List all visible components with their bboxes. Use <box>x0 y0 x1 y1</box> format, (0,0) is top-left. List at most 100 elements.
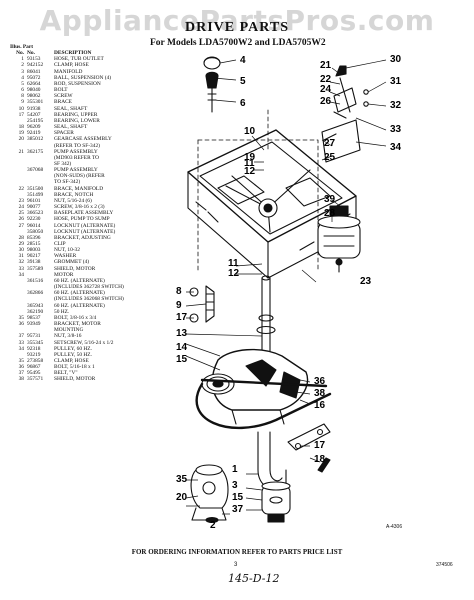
callout-label: 4 <box>240 55 246 66</box>
pump-drawing <box>190 464 229 524</box>
callout-label: 34 <box>390 142 402 153</box>
callout-label: 21 <box>320 60 332 71</box>
legend-description: BOLT, 3/8-16 x 3/4 <box>54 314 97 321</box>
legend-description: SETSCREW, 5/16-24 x 1/2 <box>54 339 114 346</box>
motor-bracket-drawing <box>287 423 331 473</box>
callout-label: 13 <box>176 328 188 339</box>
callout-label: 2 <box>210 520 216 531</box>
legend-illus-no: 10 <box>18 105 24 112</box>
legend-illus-no: 33 <box>18 265 24 272</box>
legend-description: CLAMP, HOSE <box>54 62 89 69</box>
legend-row: (MD903 REFER TO <box>10 155 178 161</box>
legend-description: GEARCASE ASSEMBLY <box>54 136 112 143</box>
callout-label: 17 <box>314 440 326 451</box>
legend-part-no: 385012 <box>27 136 44 143</box>
legend-illus-no: 9 <box>21 99 24 106</box>
col-illus-no: No. <box>16 50 24 57</box>
legend-part-no: 366523 <box>27 210 44 217</box>
motor-drawing <box>317 205 361 273</box>
legend-illus-no: 8 <box>21 93 24 100</box>
legend-illus-no: 26 <box>18 216 24 223</box>
legend-row: 34 MOTOR <box>10 272 178 278</box>
legend-part-no: 92318 <box>27 345 41 352</box>
legend-illus-no: 29 <box>18 241 24 247</box>
legend-description: CLAMP, HOSE <box>54 357 89 364</box>
callout-label: 26 <box>320 96 332 107</box>
legend-part-no: 85396 <box>27 234 41 241</box>
legend-description: (NON-SUDS) (REFER <box>54 173 105 180</box>
legend-part-no: 273858 <box>27 357 44 364</box>
legend-illus-no: 36 <box>18 364 24 371</box>
legend-description: BRACKET, ADJUSTING <box>54 234 111 241</box>
legend-part-no: 367068 <box>27 167 44 174</box>
legend-illus-no: 28 <box>18 234 24 241</box>
legend-part-no: 98062 <box>27 93 41 100</box>
legend-part-no: 95731 <box>27 333 41 340</box>
callout-label: 31 <box>390 76 402 87</box>
legend-part-no: 357589 <box>27 265 44 272</box>
legend-illus-no: 34 <box>18 271 24 278</box>
callout-label: 11 <box>228 258 239 269</box>
legend-description: SF 342) <box>54 160 72 167</box>
legend-part-no: 98003 <box>27 247 41 254</box>
col-part-no: No. <box>27 50 35 57</box>
legend-part-no: 355301 <box>27 99 44 106</box>
drawing-number: A-4306 <box>386 524 403 530</box>
legend-description: SEAL, SHAFT <box>54 105 88 112</box>
callout-label: 15 <box>176 354 188 365</box>
callout-label: 12 <box>244 166 256 177</box>
legend-part-no: 39138 <box>27 259 41 266</box>
legend-description: BRACE <box>54 99 72 106</box>
legend-illus-no: 6 <box>21 87 24 94</box>
legend-part-no: 351499 <box>27 191 44 198</box>
legend-description: MOTOR <box>54 271 74 278</box>
legend-part-no: 95072 <box>27 74 41 81</box>
callout-label: 14 <box>176 342 188 353</box>
alignment-lines <box>197 109 319 271</box>
legend-illus-no: 35 <box>18 314 24 321</box>
legend-illus-no: 5 <box>21 80 24 87</box>
legend-description: PUMP ASSEMBLY <box>54 148 98 155</box>
callout-label: 24 <box>320 84 332 95</box>
legend-part-no: 92230 <box>27 216 41 223</box>
legend-part-no: 92419 <box>27 130 41 137</box>
leader-lines <box>185 59 387 515</box>
callout-label: 11 <box>244 158 255 169</box>
legend-description: PULLEY, 50 HZ. <box>54 351 92 358</box>
legend-illus-no: 22 <box>18 185 24 192</box>
footer-ordering-info: FOR ORDERING INFORMATION REFER TO PARTS … <box>131 548 343 556</box>
callout-label: 38 <box>314 388 326 399</box>
legend-description: NUT, 10-32 <box>54 247 80 254</box>
legend-description: SEAL, SHAFT <box>54 124 88 131</box>
legend-part-no: 62664 <box>27 80 41 87</box>
legend-description: 50 HZ. <box>54 308 70 315</box>
callout-label: 10 <box>244 126 256 137</box>
legend-illus-no: 23 <box>18 197 24 204</box>
legend-illus-no: 35 <box>18 357 24 364</box>
legend-part-no: 95495 <box>27 370 41 377</box>
legend-illus-no: 19 <box>18 130 24 137</box>
legend-description: WASHER <box>54 253 77 260</box>
legend-part-no: 96209 <box>27 124 41 131</box>
legend-row: SF 342) <box>10 161 178 167</box>
legend-part-no: 361516 <box>27 277 44 284</box>
callout-label: 19 <box>244 152 256 163</box>
